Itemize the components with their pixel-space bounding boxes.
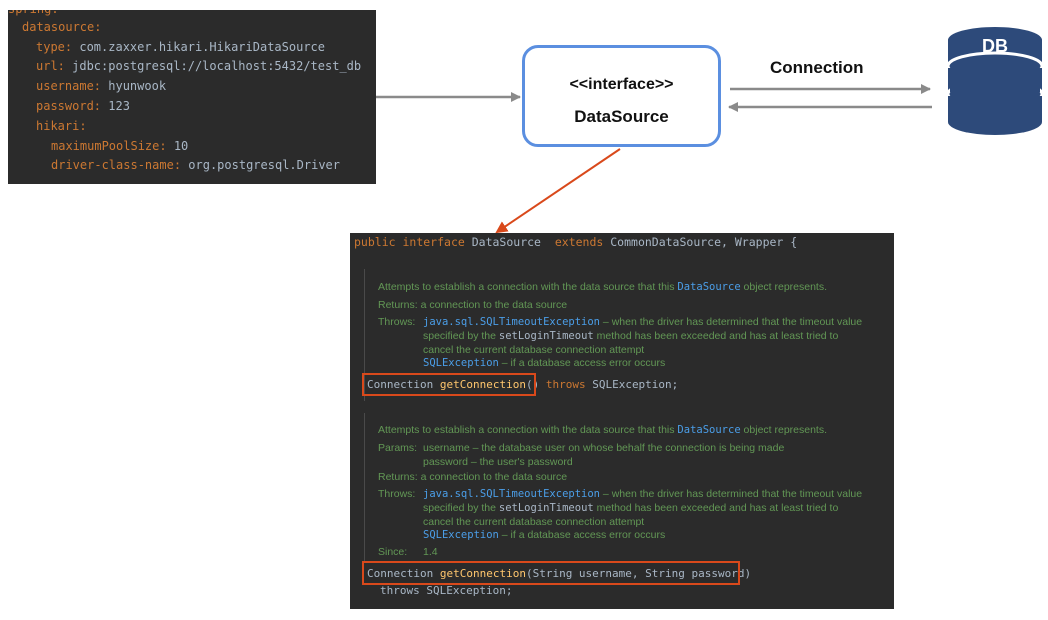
highlight-box — [362, 373, 536, 396]
doc2-params-label: Params: — [378, 442, 418, 454]
yaml-config-panel: spring: datasource: type: com.zaxxer.hik… — [8, 10, 376, 184]
doc2-summary: Attempts to establish a connection with … — [378, 424, 828, 436]
interface-stereotype: <<interface>> — [569, 76, 674, 93]
doc1-throws-ex1: java.sql.SQLTimeoutException – when the … — [423, 316, 863, 328]
yaml-line: hikari: — [36, 119, 87, 133]
get-connection-throws-line: throws SQLException; — [380, 584, 513, 597]
yaml-line: maximumPoolSize: 10 — [51, 139, 189, 153]
doc2-throws-ex2: SQLException – if a database access erro… — [423, 529, 666, 541]
doc2-throws-ex1-line2: specified by the setLoginTimeout method … — [423, 502, 839, 514]
doc2-returns: Returns: a connection to the data source — [378, 471, 568, 483]
yaml-line: url: jdbc:postgresql://localhost:5432/te… — [36, 59, 362, 73]
doc2-throws-ex1-line3: cancel the current database connection a… — [423, 516, 645, 528]
doc1-summary: Attempts to establish a connection with … — [378, 281, 828, 293]
datasource-to-code-arrow — [495, 148, 621, 234]
yaml-line: type: com.zaxxer.hikari.HikariDataSource — [36, 40, 325, 54]
datasource-interface-box: <<interface>> DataSource — [522, 45, 721, 147]
interface-declaration: public interface DataSource extends Comm… — [354, 235, 798, 249]
doc1-throws-label: Throws: — [378, 316, 416, 328]
yaml-top-line: spring: — [8, 10, 59, 16]
yaml-line: datasource: — [22, 20, 102, 34]
db-label: DB — [982, 36, 1008, 56]
doc1-throws-ex1-line3: cancel the current database connection a… — [423, 344, 645, 356]
doc-gutter — [364, 413, 365, 563]
doc1-throws-ex1-line2: specified by the setLoginTimeout method … — [423, 330, 839, 342]
doc-gutter — [364, 269, 365, 401]
yaml-line: username: hyunwook — [36, 79, 167, 93]
connection-label: Connection — [770, 58, 864, 77]
doc2-throws-ex1: java.sql.SQLTimeoutException – when the … — [423, 488, 863, 500]
doc2-since-label: Since: — [378, 546, 408, 558]
database-icon — [946, 27, 1044, 135]
yaml-line: driver-class-name: org.postgresql.Driver — [51, 158, 340, 172]
highlight-box — [362, 561, 740, 585]
code-panel: public interface DataSource extends Comm… — [350, 233, 894, 609]
doc2-param-username: username – the database user on whose be… — [423, 442, 785, 454]
doc1-returns: Returns: a connection to the data source — [378, 299, 568, 311]
doc2-throws-label: Throws: — [378, 488, 416, 500]
doc2-since-value: 1.4 — [423, 546, 438, 558]
get-connection-credentials-signature: Connection getConnection(String username… — [367, 567, 752, 580]
doc1-throws-ex2: SQLException – if a database access erro… — [423, 357, 666, 369]
interface-name: DataSource — [574, 107, 669, 126]
yaml-line: password: 123 — [36, 99, 130, 113]
doc2-param-password: password – the user's password — [423, 456, 573, 468]
